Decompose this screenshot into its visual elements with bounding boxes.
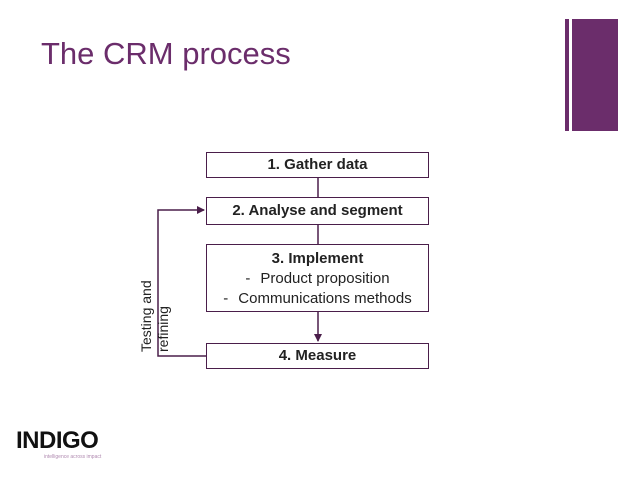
logo-tagline: intelligence across impact — [44, 454, 102, 460]
step-measure: 4. Measure — [206, 343, 429, 369]
indigo-logo: INDIGO intelligence across impact — [12, 428, 116, 476]
implement-item-product: -Product proposition — [207, 269, 428, 289]
item-marker: - — [223, 290, 229, 307]
item-text: Communications methods — [238, 290, 412, 307]
feedback-loop-label: Testing and refining — [138, 232, 178, 352]
step-label: 1. Gather data — [267, 156, 368, 173]
step-label: 2. Analyse and segment — [232, 202, 403, 219]
loop-label-line1: Testing and — [138, 280, 154, 352]
accent-bar-thick — [572, 19, 618, 131]
slide-title: The CRM process — [41, 36, 291, 71]
item-text: Product proposition — [260, 270, 390, 287]
logo-wordmark: INDIGO — [16, 427, 99, 454]
loop-label-line2: refining — [155, 306, 171, 352]
step-gather-data: 1. Gather data — [206, 152, 429, 178]
accent-bar-thin — [565, 19, 569, 131]
item-marker: - — [245, 270, 251, 287]
step-analyse-segment: 2. Analyse and segment — [206, 197, 429, 225]
step-label: 4. Measure — [278, 347, 357, 364]
step-label: 3. Implement — [271, 250, 364, 267]
implement-item-communications: -Communications methods — [207, 289, 428, 309]
step-implement: 3. Implement -Product proposition -Commu… — [206, 244, 429, 312]
